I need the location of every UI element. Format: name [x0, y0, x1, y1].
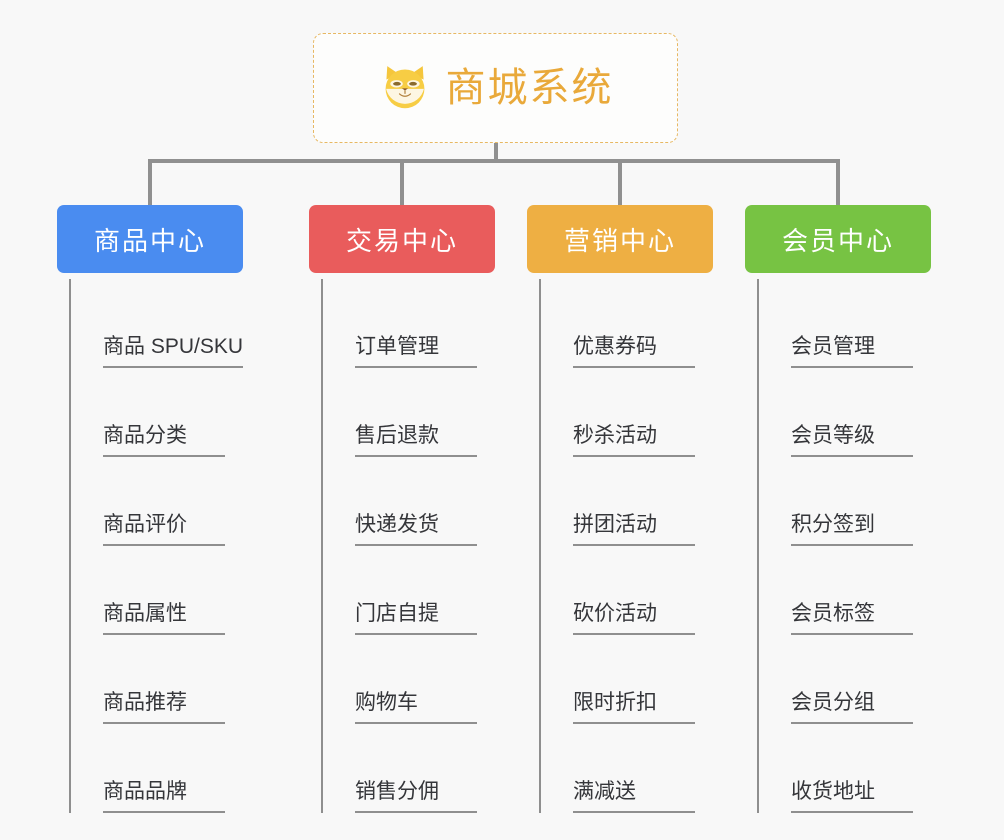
list-item[interactable]: 会员标签 — [759, 546, 931, 635]
page-title: 商城系统 — [445, 66, 614, 110]
leaf-label: 门店自提 — [355, 603, 477, 635]
list-item[interactable]: 商品分类 — [71, 368, 243, 457]
connector-drop-1 — [148, 159, 152, 207]
leaf-label: 购物车 — [355, 692, 477, 724]
category-title-4: 会员中心 — [781, 225, 894, 256]
leaf-label: 销售分佣 — [355, 781, 477, 813]
leaf-list-1: 商品 SPU/SKU 商品分类 商品评价 商品属性 商品推荐 商品品牌 — [69, 279, 243, 813]
leaf-label: 收货地址 — [791, 781, 913, 813]
connector-horizontal-bus — [148, 159, 840, 163]
category-column-交易中心: 交易中心 订单管理 售后退款 快递发货 门店自提 购物车 销售分佣 — [309, 205, 495, 813]
category-title-3: 营销中心 — [563, 225, 676, 256]
leaf-list-3: 优惠券码 秒杀活动 拼团活动 砍价活动 限时折扣 满减送 — [539, 279, 713, 813]
leaf-label: 商品属性 — [103, 603, 225, 635]
connector-root-stem — [494, 143, 498, 163]
list-item[interactable]: 收货地址 — [759, 724, 931, 813]
leaf-list-2: 订单管理 售后退款 快递发货 门店自提 购物车 销售分佣 — [321, 279, 495, 813]
list-item[interactable]: 优惠券码 — [541, 279, 713, 368]
leaf-list-4: 会员管理 会员等级 积分签到 会员标签 会员分组 收货地址 — [757, 279, 931, 813]
leaf-label: 商品评价 — [103, 514, 225, 546]
list-item[interactable]: 商品评价 — [71, 457, 243, 546]
list-item[interactable]: 商品 SPU/SKU — [71, 279, 243, 368]
leaf-label: 满减送 — [573, 781, 695, 813]
list-item[interactable]: 商品品牌 — [71, 724, 243, 813]
category-header-3[interactable]: 营销中心 — [527, 205, 713, 273]
leaf-label: 限时折扣 — [573, 692, 695, 724]
leaf-label: 商品分类 — [103, 425, 225, 457]
category-column-商品中心: 商品中心 商品 SPU/SKU 商品分类 商品评价 商品属性 商品推荐 商品品牌 — [57, 205, 243, 813]
list-item[interactable]: 会员等级 — [759, 368, 931, 457]
list-item[interactable]: 售后退款 — [323, 368, 495, 457]
leaf-label: 会员管理 — [791, 336, 913, 368]
leaf-label: 商品推荐 — [103, 692, 225, 724]
leaf-label: 砍价活动 — [573, 603, 695, 635]
root-node-card[interactable]: 商城系统 — [313, 33, 678, 143]
list-item[interactable]: 限时折扣 — [541, 635, 713, 724]
leaf-label: 商品品牌 — [103, 781, 225, 813]
leaf-label: 会员标签 — [791, 603, 913, 635]
leaf-label: 会员等级 — [791, 425, 913, 457]
list-item[interactable]: 砍价活动 — [541, 546, 713, 635]
connector-drop-3 — [618, 159, 622, 207]
leaf-label: 订单管理 — [355, 336, 477, 368]
leaf-label: 会员分组 — [791, 692, 913, 724]
list-item[interactable]: 购物车 — [323, 635, 495, 724]
category-header-2[interactable]: 交易中心 — [309, 205, 495, 273]
category-header-1[interactable]: 商品中心 — [57, 205, 243, 273]
leaf-label: 快递发货 — [355, 514, 477, 546]
list-item[interactable]: 订单管理 — [323, 279, 495, 368]
category-header-4[interactable]: 会员中心 — [745, 205, 931, 273]
category-title-2: 交易中心 — [345, 225, 458, 256]
list-item[interactable]: 拼团活动 — [541, 457, 713, 546]
category-column-营销中心: 营销中心 优惠券码 秒杀活动 拼团活动 砍价活动 限时折扣 满减送 — [527, 205, 713, 813]
leaf-label: 积分签到 — [791, 514, 913, 546]
connector-drop-4 — [836, 159, 840, 207]
leaf-label: 优惠券码 — [573, 336, 695, 368]
list-item[interactable]: 满减送 — [541, 724, 713, 813]
list-item[interactable]: 门店自提 — [323, 546, 495, 635]
category-column-会员中心: 会员中心 会员管理 会员等级 积分签到 会员标签 会员分组 收货地址 — [745, 205, 931, 813]
connector-drop-2 — [400, 159, 404, 207]
list-item[interactable]: 商品推荐 — [71, 635, 243, 724]
leaf-label: 商品 SPU/SKU — [103, 336, 243, 368]
list-item[interactable]: 快递发货 — [323, 457, 495, 546]
list-item[interactable]: 积分签到 — [759, 457, 931, 546]
list-item[interactable]: 秒杀活动 — [541, 368, 713, 457]
list-item[interactable]: 会员分组 — [759, 635, 931, 724]
leaf-label: 售后退款 — [355, 425, 477, 457]
shiba-dog-icon — [385, 66, 424, 109]
list-item[interactable]: 会员管理 — [759, 279, 931, 368]
category-title-1: 商品中心 — [93, 225, 206, 256]
list-item[interactable]: 销售分佣 — [323, 724, 495, 813]
leaf-label: 秒杀活动 — [573, 425, 695, 457]
list-item[interactable]: 商品属性 — [71, 546, 243, 635]
leaf-label: 拼团活动 — [573, 514, 695, 546]
